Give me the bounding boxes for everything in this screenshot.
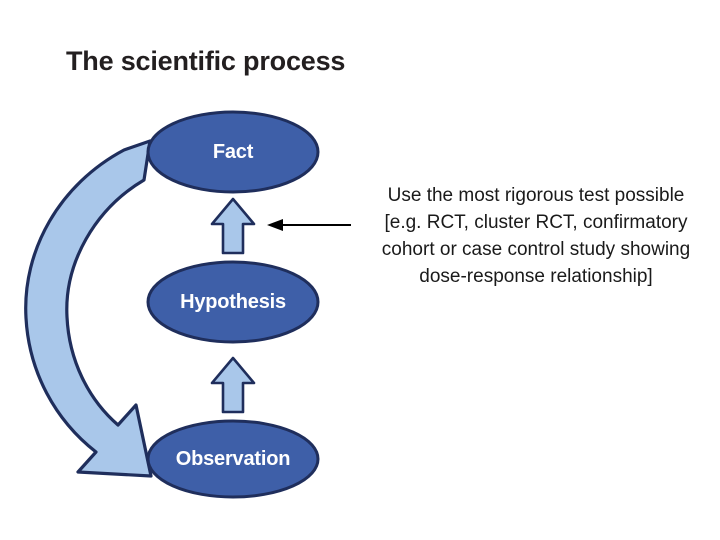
node-hypothesis[interactable]: [146, 260, 320, 344]
arrow-hypothesis-to-fact: [210, 197, 256, 255]
curved-arrow-fact-to-observation: [24, 139, 153, 478]
annotation-line-1: Use the most rigorous test possible: [387, 185, 685, 206]
page-title: The scientific process: [66, 46, 346, 76]
node-observation[interactable]: [146, 419, 320, 499]
curved-arrow-body: [24, 139, 153, 478]
annotation-line-2: [e.g. RCT, cluster RCT, confirmatory: [384, 212, 688, 233]
node-fact[interactable]: [146, 110, 320, 194]
arrow-observation-to-hypothesis: [210, 356, 256, 414]
annotation-pointer-arrow: [267, 219, 351, 231]
annotation-line-4: dose-response relationship]: [419, 266, 653, 287]
pointer-head-icon: [267, 219, 283, 231]
annotation-line-3: cohort or case control study showing: [381, 239, 691, 260]
annotation-text: Use the most rigorous test possible [e.g…: [358, 182, 714, 290]
